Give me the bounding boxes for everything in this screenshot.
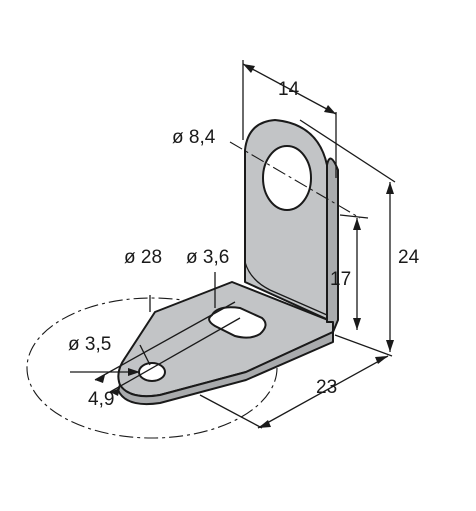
dim-small-hole-label: ø 3,5 bbox=[68, 334, 111, 355]
top-hole bbox=[262, 145, 312, 211]
vertical-plate-edge bbox=[326, 157, 339, 333]
envelope-circle bbox=[26, 297, 278, 439]
dim-23-label: 23 bbox=[316, 377, 337, 398]
dim-17-label: 17 bbox=[330, 269, 351, 290]
dim-hole-top-label: ø 8,4 bbox=[172, 127, 216, 148]
dim-offset-label: 4,9 bbox=[88, 389, 114, 410]
slot-hole bbox=[208, 306, 267, 339]
dim-slot-label: ø 3,6 bbox=[186, 247, 229, 268]
base-plate-edge bbox=[117, 331, 334, 406]
bend-line bbox=[244, 261, 328, 316]
small-hole bbox=[138, 362, 166, 382]
dim-circle-label: ø 28 bbox=[124, 247, 162, 268]
dim-14-label: 14 bbox=[278, 79, 300, 100]
dim-24-label: 24 bbox=[398, 247, 420, 268]
